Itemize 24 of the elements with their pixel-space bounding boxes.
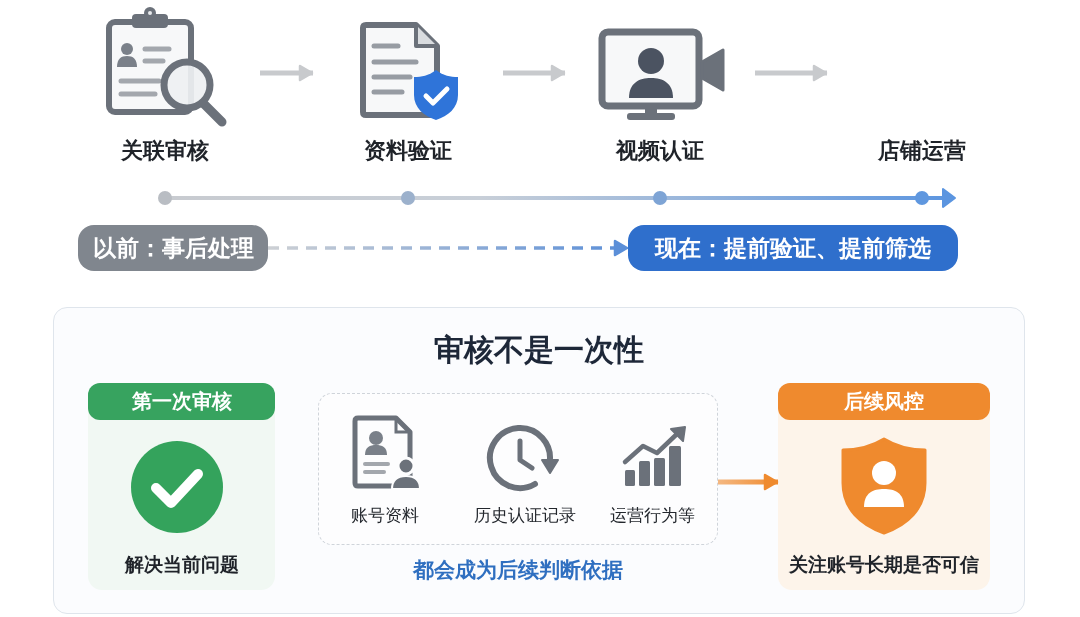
group-caption: 都会成为后续判断依据 xyxy=(413,558,623,584)
dashed-frame xyxy=(318,393,718,545)
summary-panel xyxy=(53,307,1025,614)
panel-title: 审核不是一次性 xyxy=(434,332,644,368)
arrow xyxy=(260,64,314,82)
card-heading: 后续风控 xyxy=(778,383,990,420)
step-label: 资料验证 xyxy=(364,137,452,164)
dashed-arrow xyxy=(268,239,629,257)
card-text: 解决当前问题 xyxy=(124,553,239,576)
arrow xyxy=(718,473,779,491)
card-text: 关注账号长期是否可信 xyxy=(789,553,979,576)
item-label: 运营行为等 xyxy=(610,505,695,526)
step-label: 店铺运营 xyxy=(878,137,966,164)
card-heading: 第一次审核 xyxy=(88,383,275,420)
arrow xyxy=(503,64,566,82)
item-label: 历史认证记录 xyxy=(474,505,576,526)
step-label: 关联审核 xyxy=(121,137,209,164)
item-label: 账号资料 xyxy=(351,505,419,526)
arrow xyxy=(755,64,828,82)
phase-pill: 现在：提前验证、提前筛选 xyxy=(628,225,958,271)
stage-card xyxy=(778,383,990,590)
phase-pill: 以前：事后处理 xyxy=(78,225,268,271)
stage-card xyxy=(88,383,275,590)
step-label: 视频认证 xyxy=(616,137,704,164)
